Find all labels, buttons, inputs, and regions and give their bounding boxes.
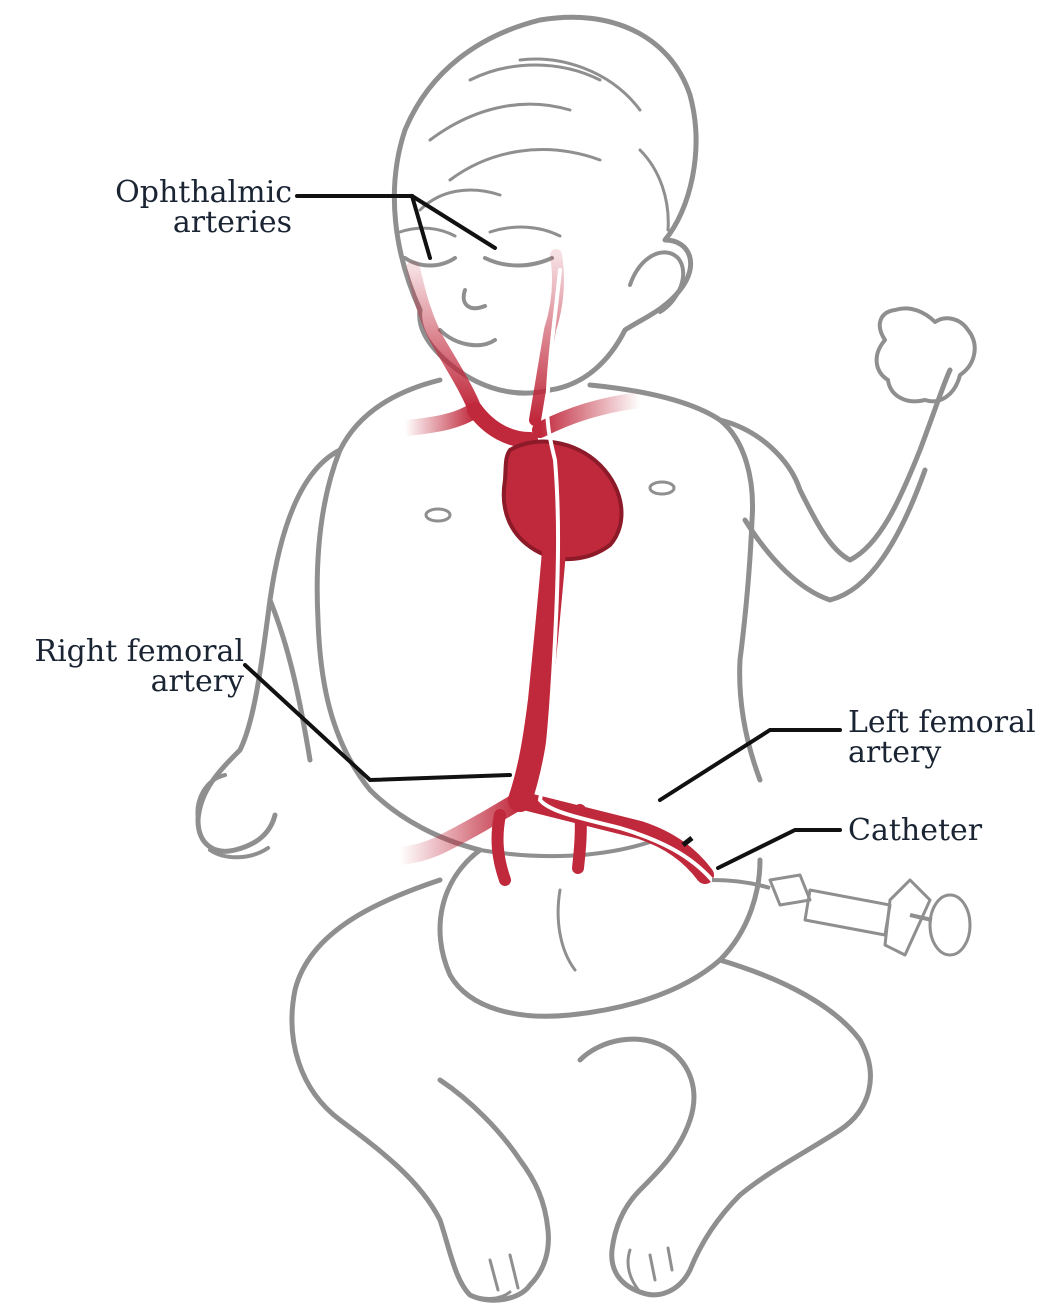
label-left-femoral-line1: Left femoral: [848, 708, 1036, 738]
label-catheter-line1: Catheter: [848, 816, 982, 846]
arterial-system: [400, 255, 712, 880]
syringe-barrel: [805, 890, 890, 935]
leader-catheter: [718, 830, 840, 868]
label-ophthalmic-arteries: Ophthalmic arteries: [92, 178, 292, 238]
leg-left: [292, 880, 548, 1300]
leader-right-femoral: [245, 665, 510, 780]
catheter-hub: [770, 875, 810, 905]
leader-left-femoral: [660, 730, 840, 800]
fist-right: [877, 308, 975, 401]
artery-aorta: [520, 540, 555, 800]
label-catheter: Catheter: [848, 816, 982, 846]
nipple-left: [426, 509, 450, 521]
hair-lines: [420, 59, 668, 230]
artery-femoral-left: [520, 800, 705, 875]
nose: [464, 290, 485, 308]
leg-right: [580, 960, 870, 1295]
foot-left-toes: [470, 1255, 518, 1298]
catheter-tube: [712, 880, 770, 888]
label-right-femoral-line1: Right femoral: [8, 637, 244, 667]
artery-subclavian-right: [540, 400, 640, 430]
ear-outline: [630, 252, 683, 312]
catheter-marker: [683, 838, 692, 845]
mouth: [440, 330, 495, 345]
arm-right: [720, 370, 950, 600]
diaper-center: [558, 890, 575, 970]
catheter-line: [540, 270, 712, 880]
label-ophthalmic-line2: arteries: [92, 208, 292, 238]
label-right-femoral-artery: Right femoral artery: [8, 637, 244, 697]
label-left-femoral-artery: Left femoral artery: [848, 708, 1036, 768]
label-left-femoral-line2: artery: [848, 738, 1036, 768]
belly-line: [480, 842, 650, 856]
artery-subclavian-left: [405, 410, 475, 428]
eye-right: [485, 258, 552, 266]
artery-arch: [475, 410, 530, 440]
artery-branch-right: [498, 815, 505, 880]
nipple-right: [650, 482, 674, 494]
label-ophthalmic-line1: Ophthalmic: [92, 178, 292, 208]
syringe-plunger-knob: [930, 895, 970, 955]
foot-right-toes: [628, 1248, 672, 1292]
body-outline: [197, 17, 974, 1300]
label-right-femoral-line2: artery: [8, 667, 244, 697]
syringe-plunger-rod: [910, 915, 932, 920]
